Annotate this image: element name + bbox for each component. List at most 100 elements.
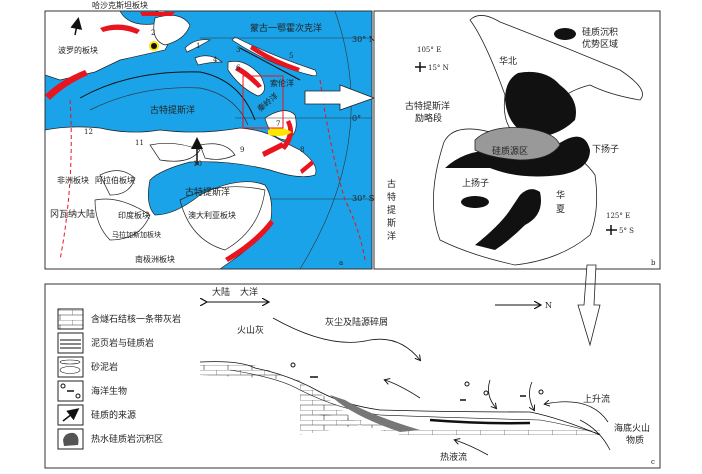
label-30n: 30° N: [352, 35, 376, 44]
block-number: 6: [236, 64, 241, 72]
legend-deposit-swatch: [554, 28, 576, 40]
label-kazakhstan-plate: 哈沙克斯坦板块: [92, 0, 148, 10]
study-area-box: [242, 75, 284, 129]
tethys-char: 特: [387, 191, 396, 203]
block-number: 4: [213, 56, 218, 64]
panel-a-label: a: [339, 259, 343, 267]
label-arabia-plate: 阿拉伯板块: [95, 175, 135, 185]
upwelling-arrow: [545, 402, 609, 423]
panel-c-frame: [44, 283, 661, 469]
coord-lat: 15° N: [428, 64, 449, 72]
legend-swatch-organisms: [57, 380, 84, 402]
zoom-connector-arrow: [304, 84, 376, 111]
legend: 含燧石结核一条带灰岩 泥页岩与硅质岩 砂泥岩 海洋生物 硅质的来源 热水硅质岩沉…: [57, 308, 181, 450]
legend-label: 泥页岩与硅质岩: [91, 337, 154, 349]
subduction-zone: [79, 71, 256, 121]
block-number: 9: [240, 146, 244, 154]
label-source-area: 硅质源区: [492, 145, 528, 157]
block-9-outline: [199, 143, 236, 160]
label-seafloor-volcanic: 物质: [626, 434, 644, 446]
label-solon-ocean: 索伦洋: [270, 78, 294, 88]
label-north-china: 华北: [499, 55, 517, 67]
panel-c-section: 含燧石结核一条带灰岩 泥页岩与硅质岩 砂泥岩 海洋生物 硅质的来源 热水硅质岩沉…: [44, 283, 661, 469]
boundary-dashed: [319, 79, 366, 261]
legend-label: 含燧石结核一条带灰岩: [91, 313, 181, 325]
label-continent: 大陆: [212, 286, 230, 298]
label-antarctica-plate: 南极洲板块: [135, 254, 175, 264]
panel-a-map: 哈沙克斯坦板块 波罗的板块 蒙古一鄂霍次克洋 30° N 古特提斯洋 索伦洋 秦…: [44, 0, 376, 270]
label-india-plate: 印度板块: [118, 210, 150, 220]
coord-lon: 125° E: [606, 212, 630, 220]
silica-source-arrow: [385, 380, 421, 399]
siliceous-source-area: [474, 127, 561, 161]
legend-swatch-limestone: [57, 308, 84, 330]
coord-cross-icon: [606, 225, 617, 235]
deposit-marker: [151, 43, 157, 49]
panel-a-frame: [44, 10, 373, 270]
strata-top-line: [199, 361, 601, 436]
label-madagascar-plate: 马拉加斯加板块: [112, 230, 161, 239]
zoom-connector-arrow-down: [577, 264, 601, 347]
hydrothermal-siliceous-zone: [330, 395, 420, 432]
legend-swatch-arrow: [57, 404, 84, 426]
siliceous-deposit-south: [475, 189, 541, 250]
label-mianlue-1: 古特提斯洋: [405, 100, 450, 112]
block-number: 10: [193, 160, 202, 168]
label-paleotethys-2: 古特提斯洋: [185, 186, 230, 198]
block-number: 2: [151, 29, 155, 37]
label-lower-yangtze: 下扬子: [592, 143, 619, 155]
block-number: 1: [196, 42, 200, 50]
tethys-char: 斯: [387, 217, 396, 229]
label-ocean: 大洋: [240, 286, 258, 298]
legend-text-1: 硅质沉积: [582, 26, 618, 38]
legend-swatch-blob: [57, 428, 84, 450]
block-10-outline: [149, 143, 201, 162]
plate-outlines: [94, 170, 266, 251]
panel-c-label: c: [651, 458, 655, 466]
label-dust: 灰尘及陆源碎屑: [325, 316, 388, 328]
label-gondwana: 冈瓦纳大陆: [50, 208, 95, 220]
label-volcanic-ash: 火山灰: [237, 324, 264, 336]
tethys-char: 洋: [387, 230, 396, 242]
label-paleotethys-1: 古特提斯洋: [150, 104, 195, 116]
label-upwelling: 上升流: [583, 393, 610, 405]
panel-b-label: b: [651, 259, 656, 267]
block-4: [194, 55, 223, 66]
yellow-deposit: [268, 127, 292, 136]
tethys-char: 提: [387, 205, 396, 216]
block-number: 3: [236, 46, 240, 54]
block-numbers: 1 2 3 4 5 6 7 8 9 10 11 12: [84, 29, 304, 168]
block-number: 12: [84, 128, 93, 136]
label-australia-plate: 澳大利亚板块: [188, 210, 236, 220]
legend-text-2: 优势区域: [582, 38, 618, 50]
legend-label: 海洋生物: [91, 385, 127, 397]
plate-motion-arrow: [70, 17, 83, 36]
block-1: [184, 39, 212, 53]
hydrothermal-arrow: [455, 440, 489, 456]
legend-swatch-shale: [57, 332, 84, 354]
block-number: 7: [276, 120, 280, 128]
panel-b-map: 硅质沉积 优势区域 华北 硅质源区 下扬子 上扬子 华 夏 古特提斯洋 励略段 …: [373, 10, 661, 270]
label-equator: 0°: [352, 114, 361, 123]
marine-organisms: [290, 362, 544, 401]
block-number: 8: [300, 146, 304, 154]
subduction-zone-2: [239, 47, 301, 81]
siliceous-deposit-west: [461, 196, 489, 208]
block-number: 11: [135, 139, 144, 147]
label-huaxia-2: 夏: [556, 204, 565, 215]
label-huaxia-1: 华: [556, 189, 565, 201]
label-seafloor-volcanic: 海底火山: [614, 422, 650, 434]
label-upper-yangtze: 上扬子: [462, 177, 489, 189]
gondwana-continent: [45, 126, 317, 269]
label-30s: 30° S: [352, 194, 374, 203]
legend-label: 硅质的来源: [91, 409, 136, 421]
block-2: [153, 14, 191, 46]
legend-label: 热水硅质岩沉积区: [91, 433, 163, 445]
coord-cross-icon: [415, 62, 426, 72]
label-hydrothermal: 热液流: [440, 451, 467, 463]
label-africa-plate: 非洲板块: [57, 175, 89, 185]
coord-lat: 5° S: [619, 227, 634, 235]
dust-arrow: [272, 317, 420, 360]
